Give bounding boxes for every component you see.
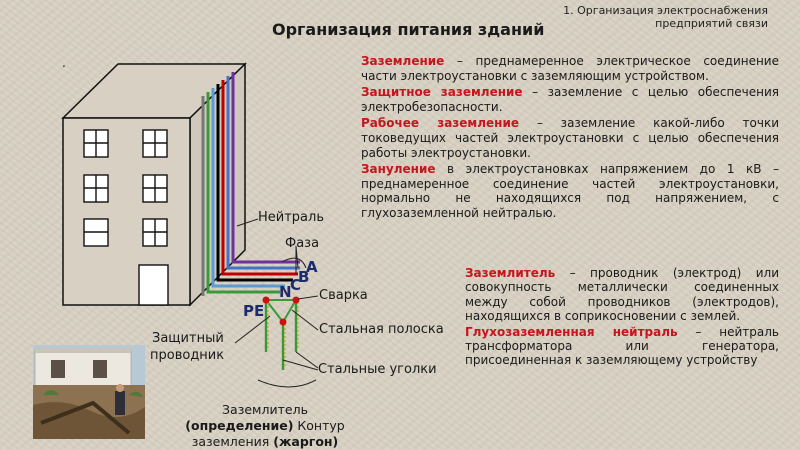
section-header-line1: 1. Организация электроснабжения xyxy=(563,4,768,17)
phase-a-label: A xyxy=(306,258,318,276)
cable-bundle xyxy=(201,72,300,296)
definition-solid-grounded-neutral: Глухозаземленная нейтраль – нейтраль тра… xyxy=(465,325,779,368)
definition-grounding-text: – преднамеренное электрическое соединени… xyxy=(361,54,779,83)
definition-neutralling: Зануление в электроустановках напряжение… xyxy=(361,162,779,220)
caption-definition: (определение) xyxy=(185,418,294,433)
definition-working-grounding-text: – заземление какой-либо точки токоведущи… xyxy=(361,116,780,160)
definition-protective-grounding: Защитное заземление – заземление с целью… xyxy=(361,85,779,114)
protective-conductor-label-2: проводник xyxy=(150,348,225,363)
pe-label: PE xyxy=(243,302,265,320)
weld-label: Сварка xyxy=(319,288,368,303)
definition-protective-grounding-text: – заземление с целью обеспечения электро… xyxy=(361,85,780,114)
steel-strip-label: Стальная полоска xyxy=(319,322,444,337)
steel-angles-label: Стальные уголки xyxy=(318,362,437,377)
steel-angles xyxy=(264,300,298,370)
phase-arc xyxy=(281,257,307,269)
bullet-dot: . xyxy=(62,56,66,70)
caption-line3: заземления (жаргон) xyxy=(150,434,380,450)
phase-leaders xyxy=(295,245,299,274)
neutral-leader xyxy=(236,218,259,227)
term-grounding: Заземление xyxy=(361,54,445,68)
site-photo xyxy=(33,345,145,439)
phase-b-label: B xyxy=(298,268,310,286)
definition-ground-electrode-text: – проводник (электрод) или совокупность … xyxy=(465,266,779,324)
ground-contour xyxy=(265,299,297,323)
building-windows xyxy=(83,129,168,247)
caption-line1: Заземлитель xyxy=(222,402,308,417)
neutral-n-label: N xyxy=(279,283,292,301)
definition-working-grounding: Рабочее заземление – заземление какой-ли… xyxy=(361,116,779,160)
phase-c-label: C xyxy=(290,276,302,294)
definitions-block-right: Заземлитель – проводник (электрод) или с… xyxy=(465,266,779,369)
definition-ground-electrode: Заземлитель – проводник (электрод) или с… xyxy=(465,266,779,324)
caption-jargon: (жаргон) xyxy=(273,434,339,449)
definition-grounding: Заземление – преднамеренное электрическо… xyxy=(361,54,779,83)
slide-title: Организация питания зданий xyxy=(272,20,545,39)
definition-solid-grounded-neutral-text: – нейтраль трансформатора или генератора… xyxy=(465,324,779,368)
protective-conductor-label-1: Защитный xyxy=(152,331,224,346)
site-photo-illustration xyxy=(33,345,145,439)
neutral-label: Нейтраль xyxy=(258,210,324,225)
definition-neutralling-text: в электроустановках напряжением до 1 кВ … xyxy=(361,162,779,220)
label-leaders xyxy=(234,295,319,388)
caption-line2: (определение) Контур xyxy=(150,418,380,434)
building-front xyxy=(62,117,191,306)
definitions-block: Заземление – преднамеренное электрическо… xyxy=(361,54,779,223)
term-solid-grounded-neutral: Глухозаземленная нейтраль xyxy=(465,324,678,339)
caption-grounding: заземления xyxy=(191,434,274,449)
section-header-line2: предприятий связи xyxy=(655,17,768,30)
term-ground-electrode: Заземлитель xyxy=(465,266,556,280)
phase-label: Фаза xyxy=(285,236,320,251)
term-protective-grounding: Защитное заземление xyxy=(361,85,523,100)
building-door xyxy=(138,264,169,306)
term-neutralling: Зануление xyxy=(361,162,436,177)
weld-points xyxy=(262,296,300,326)
term-working-grounding: Рабочее заземление xyxy=(361,116,519,131)
section-header: 1. Организация электроснабжения предприя… xyxy=(508,4,768,30)
caption-contour: Контур xyxy=(293,418,345,433)
ground-electrode-caption: Заземлитель (определение) Контур заземле… xyxy=(150,402,380,450)
